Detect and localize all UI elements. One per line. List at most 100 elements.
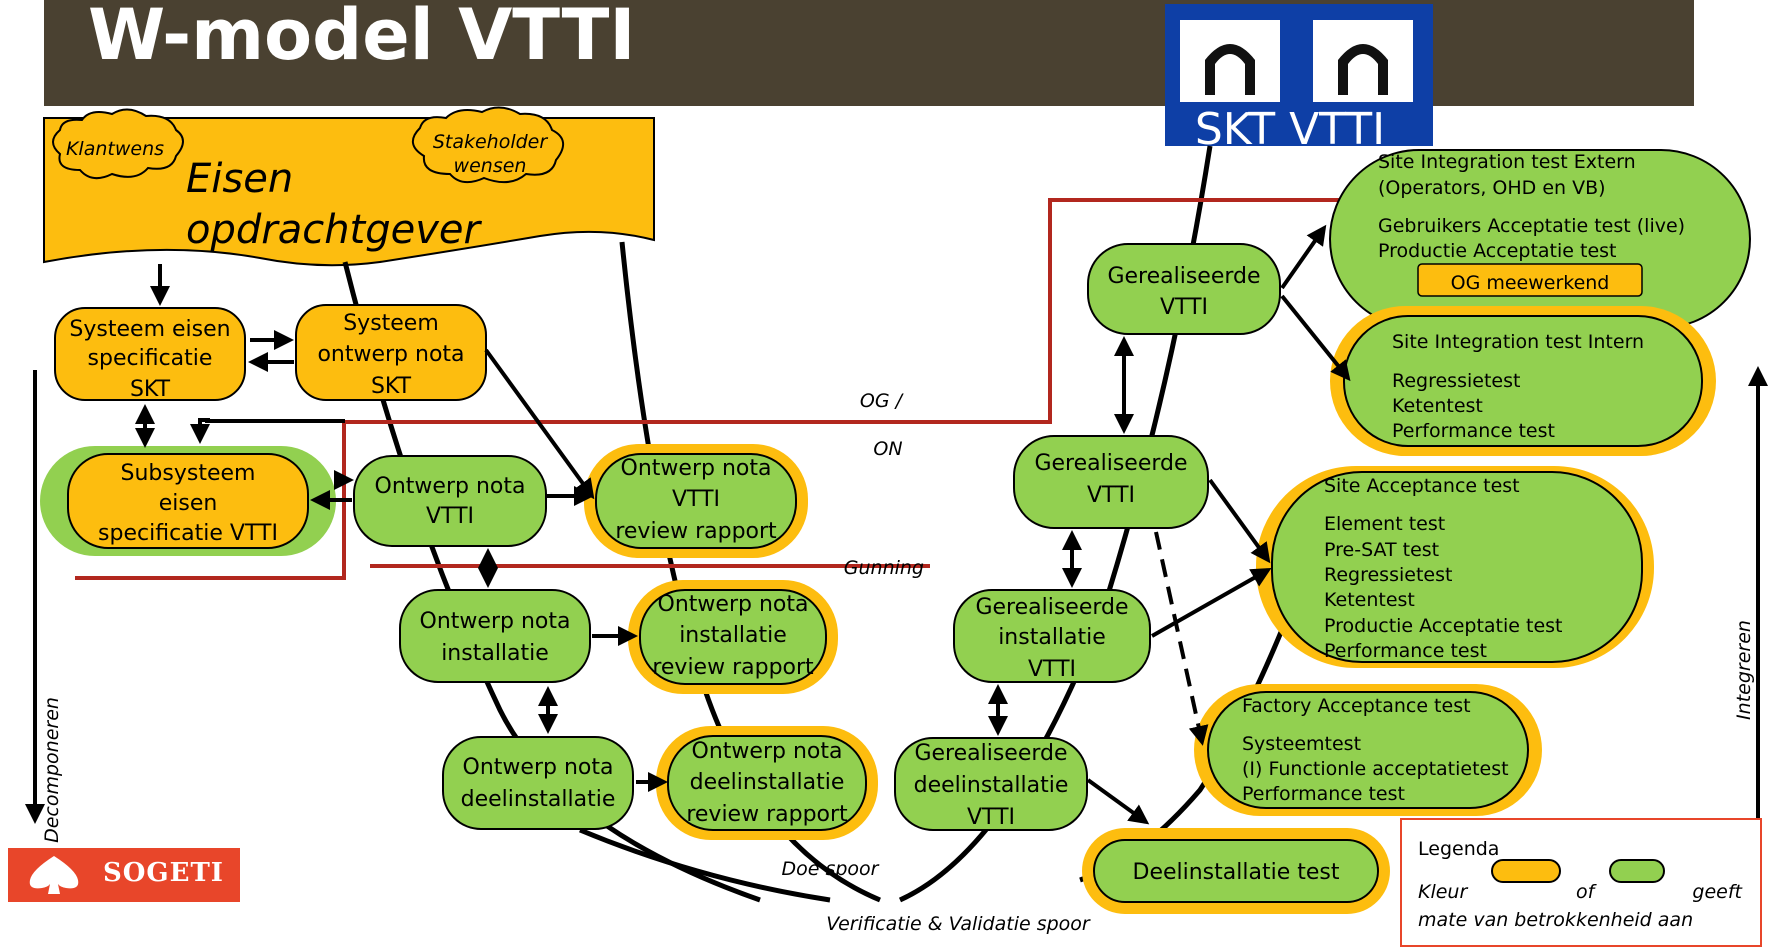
svg-text:Ontwerp nota: Ontwerp nota: [658, 592, 809, 617]
legend-title: Legenda: [1418, 838, 1499, 860]
cloud-stakeholder-label2: wensen: [454, 155, 527, 177]
requirements-title2: opdrachtgever: [186, 207, 483, 253]
svg-text:Regressietest: Regressietest: [1324, 564, 1452, 586]
sogeti-name: SOGETI: [103, 858, 224, 888]
skt-vtti-badge: SKT VTTI: [1165, 4, 1433, 155]
test-site-intern: Site Integration test Intern Regressiete…: [1330, 306, 1716, 456]
node-review-deel: Ontwerp nota deelinstallatie review rapp…: [656, 726, 878, 840]
decomponeren-label: Decomponeren: [41, 697, 63, 843]
tunnel-icon: [1338, 44, 1388, 95]
svg-text:Subsysteem: Subsysteem: [121, 461, 256, 486]
svg-text:Ontwerp nota: Ontwerp nota: [692, 739, 843, 764]
cloud-stakeholder-label1: Stakeholder: [433, 131, 549, 153]
node-systeem-ontwerp: Systeem ontwerp nota SKT: [295, 304, 487, 401]
svg-text:VTTI: VTTI: [672, 487, 720, 512]
node-ger-vtti-mid: Gerealiseerde VTTI: [1013, 435, 1209, 529]
svg-text:Ketentest: Ketentest: [1324, 589, 1415, 611]
svg-text:review rapport: review rapport: [615, 519, 777, 544]
svg-text:ontwerp nota: ontwerp nota: [317, 342, 464, 367]
cloud-klantwens-label: Klantwens: [66, 138, 164, 160]
svg-text:Element test: Element test: [1324, 513, 1445, 535]
sogeti-logo: SOGETI: [8, 848, 240, 902]
cloud-klantwens: [52, 108, 184, 180]
svg-text:installatie: installatie: [679, 623, 787, 648]
svg-text:Factory Acceptance test: Factory Acceptance test: [1242, 695, 1471, 717]
node-ger-installatie: Gerealiseerde installatie VTTI: [953, 589, 1151, 683]
svg-text:Deelinstallatie test: Deelinstallatie test: [1133, 860, 1340, 885]
og-on-boundary-line: [75, 198, 1740, 580]
svg-text:Ketentest: Ketentest: [1392, 395, 1483, 417]
svg-text:Kleur: Kleur: [1418, 881, 1468, 903]
svg-text:(Operators, OHD en VB): (Operators, OHD en VB): [1378, 177, 1606, 199]
svg-text:Systeem: Systeem: [343, 311, 439, 336]
legend-swatch-green: [1609, 859, 1665, 883]
svg-text:Performance test: Performance test: [1242, 783, 1405, 805]
node-deel-test: Deelinstallatie test: [1082, 828, 1390, 914]
vv-spoor-label: Verificatie & Validatie spoor: [826, 913, 1091, 935]
svg-text:deelinstallatie: deelinstallatie: [461, 787, 616, 812]
svg-text:(I) Functionle acceptatietest: (I) Functionle acceptatietest: [1242, 758, 1509, 780]
svg-text:VTTI: VTTI: [1028, 657, 1076, 682]
doe-spoor-label: Doe spoor: [781, 858, 879, 880]
og-on-label-2: ON: [873, 438, 902, 460]
og-meewerkend-tag: [1417, 263, 1643, 297]
svg-text:Performance test: Performance test: [1324, 640, 1487, 662]
svg-text:Productie Acceptatie test: Productie Acceptatie test: [1378, 240, 1617, 262]
svg-text:OG meewerkend: OG meewerkend: [1451, 272, 1610, 294]
spade-icon: [29, 856, 79, 894]
node-ger-deel: Gerealiseerde deelinstallatie VTTI: [894, 737, 1088, 831]
svg-text:review rapport: review rapport: [686, 802, 848, 827]
svg-text:Gerealiseerde: Gerealiseerde: [1034, 451, 1187, 476]
svg-text:installatie: installatie: [998, 625, 1106, 650]
test-factory: Factory Acceptance test Systeemtest (I) …: [1194, 684, 1542, 816]
og-on-label-1: OG /: [860, 390, 905, 412]
svg-text:VTTI: VTTI: [1160, 295, 1208, 320]
node-systeem-eisen: Systeem eisen specificatie SKT: [54, 307, 246, 402]
node-ontwerp-deel: Ontwerp nota deelinstallatie: [442, 736, 634, 830]
node-review-installatie: Ontwerp nota installatie review rapport: [628, 580, 838, 694]
node-ger-vtti-top: Gerealiseerde VTTI: [1087, 243, 1281, 335]
node-ontwerp-vtti: Ontwerp nota VTTI: [353, 455, 547, 547]
svg-text:Gebruikers Acceptatie test (li: Gebruikers Acceptatie test (live): [1378, 215, 1685, 237]
legend-swatch-orange: [1491, 859, 1561, 883]
svg-text:installatie: installatie: [441, 641, 549, 666]
svg-text:VTTI: VTTI: [1087, 483, 1135, 508]
svg-text:Ontwerp nota: Ontwerp nota: [420, 609, 571, 634]
svg-text:Gerealiseerde: Gerealiseerde: [975, 595, 1128, 620]
legend-box: Legenda Kleur of geeft mate van betrokke…: [1400, 818, 1762, 947]
svg-text:Site Integration test Intern: Site Integration test Intern: [1392, 331, 1644, 353]
arrows: [25, 224, 1768, 825]
legend-content: Legenda Kleur of geeft mate van betrokke…: [1418, 838, 1744, 931]
svg-text:VTTI: VTTI: [967, 805, 1015, 830]
svg-text:Site Acceptance test: Site Acceptance test: [1324, 475, 1520, 497]
svg-text:SKT: SKT: [371, 374, 412, 399]
svg-text:Site Integration test Extern: Site Integration test Extern: [1378, 151, 1636, 173]
svg-text:geeft: geeft: [1692, 881, 1743, 903]
svg-text:Ontwerp nota: Ontwerp nota: [375, 474, 526, 499]
svg-text:review rapport: review rapport: [652, 655, 814, 680]
svg-text:of: of: [1576, 881, 1598, 903]
badge-label: SKT VTTI: [1195, 104, 1385, 155]
svg-text:Ontwerp nota: Ontwerp nota: [463, 755, 614, 780]
svg-text:Productie Acceptatie test: Productie Acceptatie test: [1324, 615, 1563, 637]
svg-text:specificatie: specificatie: [88, 346, 213, 371]
svg-text:specificatie VTTI: specificatie VTTI: [98, 521, 278, 546]
requirements-banner: Klantwens Stakeholder wensen Eisen opdra…: [43, 106, 655, 267]
cloud-stakeholder: [412, 106, 564, 184]
svg-text:deelinstallatie: deelinstallatie: [690, 770, 845, 795]
svg-text:VTTI: VTTI: [426, 504, 474, 529]
test-site-extern: Site Integration test Extern (Operators,…: [1329, 149, 1751, 329]
svg-text:eisen: eisen: [159, 491, 218, 516]
svg-text:deelinstallatie: deelinstallatie: [914, 773, 1069, 798]
page-title: W-model VTTI: [88, 0, 636, 76]
svg-text:mate van betrokkenheid aan: mate van betrokkenheid aan: [1418, 909, 1693, 931]
svg-text:Gerealiseerde: Gerealiseerde: [914, 741, 1067, 766]
svg-text:Ontwerp nota: Ontwerp nota: [621, 456, 772, 481]
svg-text:Regressietest: Regressietest: [1392, 370, 1520, 392]
svg-text:Systeem eisen: Systeem eisen: [69, 317, 230, 342]
svg-text:Gerealiseerde: Gerealiseerde: [1107, 264, 1260, 289]
requirements-title1: Eisen: [186, 156, 293, 202]
node-subsysteem: Subsysteem eisen specificatie VTTI: [40, 446, 336, 556]
node-review-vtti: Ontwerp nota VTTI review rapport: [584, 444, 808, 558]
